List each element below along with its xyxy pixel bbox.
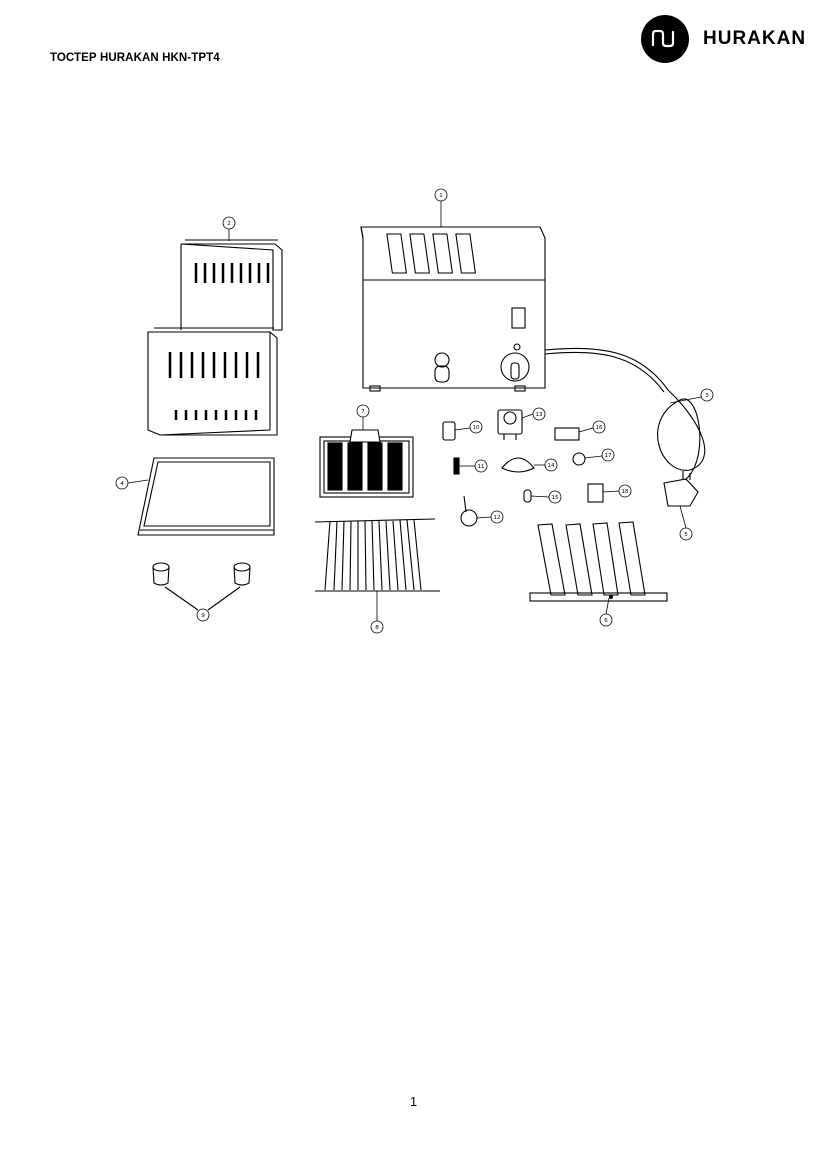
callout-number: 10 — [473, 425, 480, 431]
callout-number: 14 — [548, 463, 555, 469]
callout-7: 7 — [356, 404, 370, 430]
callout-2: 2 — [222, 216, 236, 241]
callout-number: 8 — [375, 625, 379, 631]
callout-14: 14 — [534, 458, 558, 472]
callout-number: 13 — [536, 412, 543, 418]
document-title: ТОСТЕР HURAKAN HKN-TPT4 — [50, 52, 220, 64]
brand-logo-icon — [641, 15, 689, 63]
grill-rack — [314, 518, 440, 592]
toaster-body — [360, 226, 706, 481]
callout-18: 18 — [602, 484, 632, 498]
callout-15: 15 — [530, 490, 562, 504]
callout-4: 4 — [115, 476, 149, 490]
lift-carriage — [529, 521, 668, 602]
callout-8: 8 — [370, 591, 384, 634]
callout-1: 1 — [434, 188, 448, 227]
brand-name: HURAKAN — [703, 28, 807, 49]
heating-element-frame — [319, 429, 414, 498]
feet — [152, 562, 251, 611]
callout-17: 17 — [584, 448, 615, 462]
callout-number: 2 — [227, 221, 231, 227]
callout-13: 13 — [521, 407, 546, 421]
callout-number: 1 — [439, 193, 443, 199]
brand-logo: HURAKAN — [641, 15, 806, 63]
callout-3: 3 — [669, 388, 714, 404]
callout-16: 16 — [578, 420, 606, 434]
callout-number: 16 — [596, 425, 603, 431]
callout-10: 10 — [454, 420, 483, 434]
callout-number: 6 — [604, 618, 608, 624]
callout-number: 7 — [361, 409, 365, 415]
callout-5: 5 — [679, 505, 693, 541]
callout-number: 3 — [705, 393, 709, 399]
callout-number: 17 — [605, 453, 612, 459]
callout-number: 5 — [684, 532, 688, 538]
callout-number: 12 — [494, 515, 501, 521]
callout-number: 15 — [552, 495, 559, 501]
side-panels — [147, 239, 283, 436]
callout-12: 12 — [476, 510, 504, 524]
callout-number: 11 — [478, 464, 485, 470]
callout-number: 9 — [201, 613, 205, 619]
callout-number: 18 — [622, 489, 629, 495]
callout-9: 9 — [196, 608, 210, 622]
small-parts — [442, 409, 699, 527]
crumb-tray — [137, 457, 275, 536]
callout-6: 6 — [599, 597, 613, 627]
callout-11: 11 — [459, 459, 488, 473]
page-number: 1 — [409, 1094, 418, 1109]
callout-number: 4 — [120, 481, 124, 487]
part-callouts: 1 2 3 4 5 6 7 8 9 10 11 12 13 14 15 16 1… — [115, 188, 714, 634]
